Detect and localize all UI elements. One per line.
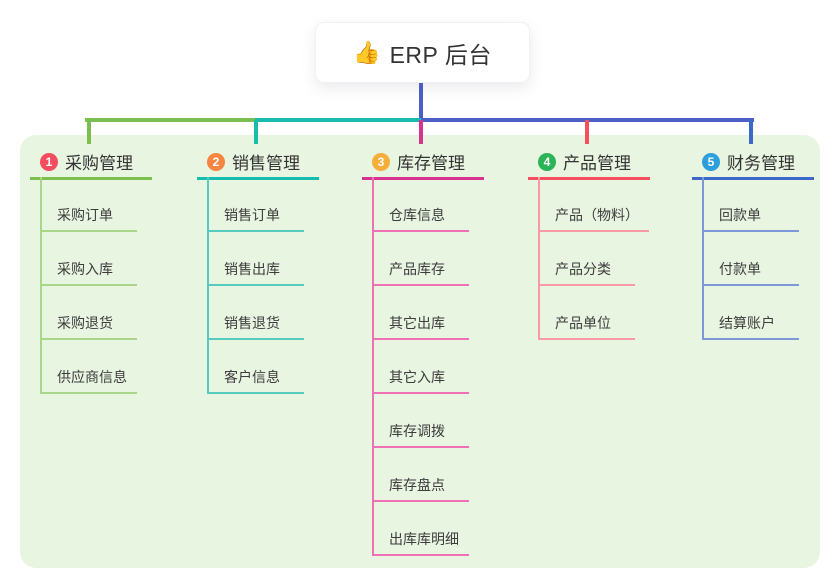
branch-trunk-line — [372, 177, 374, 556]
sub-item[interactable]: 销售退货 — [207, 286, 304, 340]
sub-item-label: 出库库明细 — [389, 531, 459, 547]
branch-sublist: 回款单 付款单 结算账户 — [692, 180, 814, 340]
branch-header[interactable]: 1 采购管理 — [30, 146, 152, 180]
sub-item[interactable]: 销售出库 — [207, 232, 304, 286]
branch-header[interactable]: 5 财务管理 — [692, 146, 814, 180]
sub-item[interactable]: 产品（物料） — [538, 180, 649, 232]
branch-header[interactable]: 3 库存管理 — [362, 146, 484, 180]
sub-item-label: 客户信息 — [224, 369, 280, 385]
sub-item-label: 回款单 — [719, 207, 761, 223]
branch-label: 采购管理 — [65, 154, 133, 173]
branch-number-badge: 1 — [40, 152, 58, 171]
sub-item[interactable]: 仓库信息 — [372, 180, 469, 232]
branch-header[interactable]: 4 产品管理 — [528, 146, 650, 180]
sub-item[interactable]: 产品单位 — [538, 286, 635, 340]
branches-panel — [20, 135, 820, 568]
root-connector-line — [419, 83, 423, 122]
branch-drop-line — [87, 120, 91, 144]
sub-item[interactable]: 客户信息 — [207, 340, 304, 394]
sub-item-label: 销售订单 — [224, 207, 280, 223]
sub-item-label: 付款单 — [719, 261, 761, 277]
sub-item-label: 销售退货 — [224, 315, 280, 331]
root-label: ERP 后台 — [389, 41, 492, 68]
branch-number-badge: 4 — [538, 152, 556, 171]
branch-node: 4 产品管理 产品（物料） 产品分类 产品单位 — [528, 146, 650, 340]
branch-sublist: 采购订单 采购入库 采购退货 供应商信息 — [30, 180, 152, 394]
branch-node: 1 采购管理 采购订单 采购入库 采购退货 供应商信息 — [30, 146, 152, 394]
branch-number-badge: 5 — [702, 152, 720, 171]
sub-item[interactable]: 产品库存 — [372, 232, 469, 286]
branch-node: 2 销售管理 销售订单 销售出库 销售退货 客户信息 — [197, 146, 319, 394]
sub-item-label: 产品分类 — [555, 261, 611, 277]
sub-item-label: 库存盘点 — [389, 477, 445, 493]
sub-item[interactable]: 产品分类 — [538, 232, 635, 286]
sub-item[interactable]: 采购订单 — [40, 180, 137, 232]
branch-sublist: 销售订单 销售出库 销售退货 客户信息 — [197, 180, 319, 394]
sub-item-label: 仓库信息 — [389, 207, 445, 223]
root-node[interactable]: 👍 ERP 后台 — [315, 22, 530, 83]
sub-item-label: 产品库存 — [389, 261, 445, 277]
sub-item-label: 库存调拨 — [389, 423, 445, 439]
sub-item[interactable]: 回款单 — [702, 180, 799, 232]
sub-item-label: 采购退货 — [57, 315, 113, 331]
sub-item[interactable]: 库存盘点 — [372, 448, 469, 502]
branch-node: 5 财务管理 回款单 付款单 结算账户 — [692, 146, 814, 340]
branch-label: 销售管理 — [232, 154, 300, 173]
branch-drop-line — [419, 120, 423, 144]
sub-item[interactable]: 采购退货 — [40, 286, 137, 340]
sub-item[interactable]: 结算账户 — [702, 286, 799, 340]
branch-node: 3 库存管理 仓库信息 产品库存 其它出库 其它入库 库存调拨 库存盘点 出库库… — [362, 146, 484, 556]
branch-drop-line — [749, 120, 753, 144]
sub-item-label: 采购入库 — [57, 261, 113, 277]
branch-label: 库存管理 — [397, 154, 465, 173]
sub-item[interactable]: 出库库明细 — [372, 502, 469, 556]
branch-label: 产品管理 — [563, 154, 631, 173]
branch-label: 财务管理 — [727, 154, 795, 173]
bus-line-segment-green — [85, 118, 255, 122]
branch-trunk-line — [702, 177, 704, 340]
thumbs-up-icon: 👍 — [353, 39, 381, 65]
branch-trunk-line — [538, 177, 540, 340]
sub-item[interactable]: 付款单 — [702, 232, 799, 286]
sub-item-label: 产品（物料） — [555, 207, 639, 223]
branch-drop-line — [585, 120, 589, 144]
bus-line-segment-teal — [255, 118, 421, 122]
branch-sublist: 仓库信息 产品库存 其它出库 其它入库 库存调拨 库存盘点 出库库明细 — [362, 180, 484, 556]
sub-item-label: 结算账户 — [719, 315, 775, 331]
sub-item-label: 其它出库 — [389, 315, 445, 331]
sub-item[interactable]: 其它入库 — [372, 340, 469, 394]
sub-item-label: 销售出库 — [224, 261, 280, 277]
sub-item[interactable]: 供应商信息 — [40, 340, 137, 394]
sub-item[interactable]: 库存调拨 — [372, 394, 469, 448]
sub-item-label: 其它入库 — [389, 369, 445, 385]
sub-item[interactable]: 销售订单 — [207, 180, 304, 232]
sub-item[interactable]: 其它出库 — [372, 286, 469, 340]
branch-header[interactable]: 2 销售管理 — [197, 146, 319, 180]
sub-item-label: 供应商信息 — [57, 369, 127, 385]
branch-number-badge: 3 — [372, 152, 390, 171]
sub-item[interactable]: 采购入库 — [40, 232, 137, 286]
branch-sublist: 产品（物料） 产品分类 产品单位 — [528, 180, 650, 340]
branch-number-badge: 2 — [207, 152, 225, 171]
sub-item-label: 采购订单 — [57, 207, 113, 223]
branch-drop-line — [254, 120, 258, 144]
sub-item-label: 产品单位 — [555, 315, 611, 331]
